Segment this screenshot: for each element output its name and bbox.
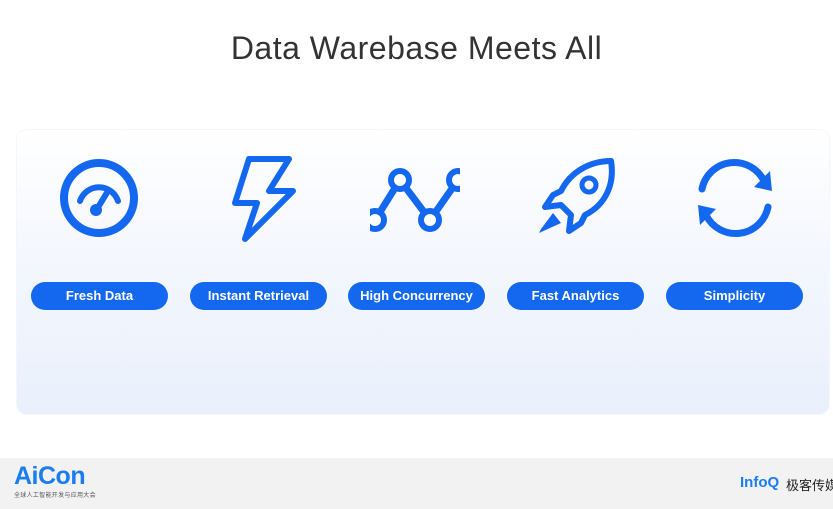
features-panel <box>17 130 829 414</box>
pill-instant-retrieval: Instant Retrieval <box>190 282 327 310</box>
pill-simplicity: Simplicity <box>666 282 803 310</box>
gauge-icon <box>54 153 144 243</box>
footer-bar <box>0 458 833 509</box>
aicon-logo: AiCon <box>14 462 86 490</box>
pill-fresh-data: Fresh Data <box>31 282 168 310</box>
refresh-cycle-icon <box>690 153 780 243</box>
pill-high-concurrency: High Concurrency <box>348 282 485 310</box>
aicon-subtitle: 全球人工智能开发与应用大会 <box>14 492 96 499</box>
lightning-icon <box>219 153 309 243</box>
network-nodes-icon <box>370 153 460 243</box>
infoq-company-name: 极客传媒 <box>786 479 833 494</box>
slide-title: Data Warebase Meets All <box>230 30 603 66</box>
rocket-icon <box>531 153 621 243</box>
pill-fast-analytics: Fast Analytics <box>507 282 644 310</box>
infoq-logo: InfoQ <box>740 474 780 491</box>
